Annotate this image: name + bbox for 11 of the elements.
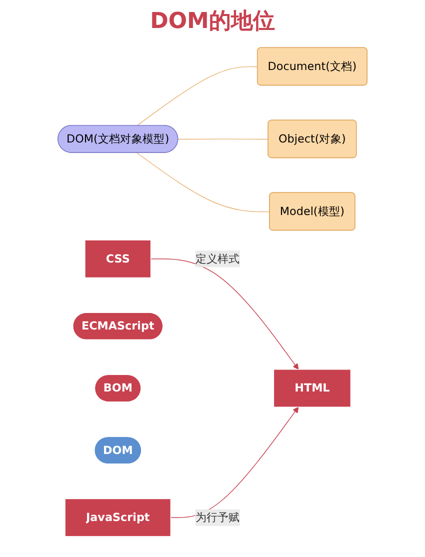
- connector: [136, 152, 270, 212]
- arrow: [170, 406, 299, 518]
- node-box: HTML: [273, 369, 352, 408]
- section-heading: DOM的地位: [149, 8, 276, 36]
- connector: [178, 138, 269, 140]
- node-box: CSS: [84, 240, 152, 278]
- edge-label: 定义样式: [195, 252, 240, 266]
- connector: [136, 66, 258, 126]
- arrow: [150, 258, 299, 370]
- edge-label: 为行予赋: [195, 510, 240, 524]
- node-box: JavaScript: [64, 498, 172, 537]
